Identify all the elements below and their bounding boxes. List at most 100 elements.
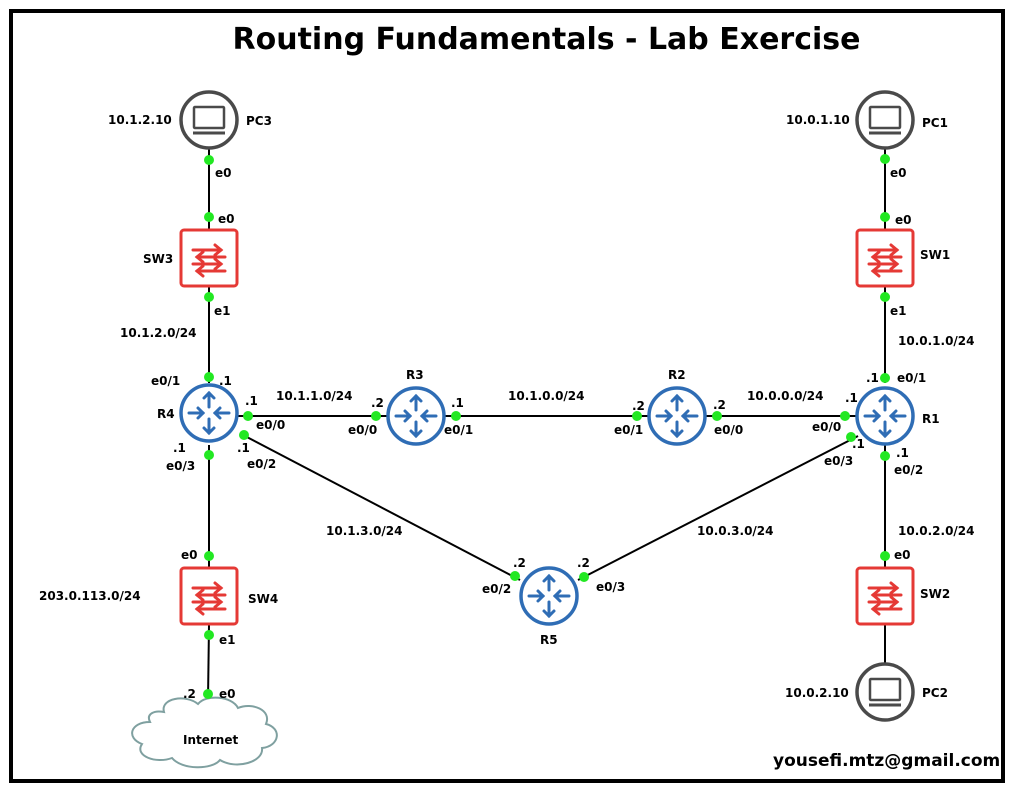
port-dot [204,551,214,561]
port-dot [451,411,461,421]
port-dot [846,432,856,442]
router-icon [179,383,239,443]
port-dot [880,451,890,461]
port-label: e0/1 [897,371,926,385]
switch-icon [855,228,915,288]
port-dot [204,450,214,460]
subnet-label: 10.0.2.0/24 [898,524,975,538]
port-label: e0 [895,213,912,227]
switch-icon [179,228,239,288]
subnet-label: 10.1.1.0/24 [276,389,353,403]
subnet-label: 10.0.3.0/24 [697,524,774,538]
pc1-ip: 10.0.1.10 [786,113,850,127]
port-dot [880,212,890,222]
port-label: e0/1 [151,374,180,388]
port-dot [204,372,214,382]
port-dot [880,154,890,164]
pc-icon [855,90,915,150]
port-dot [239,430,249,440]
host-label: .1 [237,441,250,455]
r2-label: R2 [668,368,686,382]
internet-label: Internet [183,733,238,747]
sw3-node[interactable] [179,228,239,288]
pc3-node[interactable] [179,90,239,150]
port-label: e0/0 [348,423,377,437]
port-label: e1 [214,304,231,318]
r5-node[interactable] [519,566,579,626]
port-dot [204,212,214,222]
pc1-node[interactable] [855,90,915,150]
r4-node[interactable] [179,383,239,443]
pc-icon [179,90,239,150]
port-dot [510,571,520,581]
port-label: e0 [215,166,232,180]
subnet-label: 10.1.2.0/24 [120,326,197,340]
host-label: .2 [577,556,590,570]
port-label: e0/0 [812,420,841,434]
subnet-label: 10.1.0.0/24 [508,389,585,403]
sw1-label: SW1 [920,248,950,262]
diagram-frame [9,9,1005,783]
r3-node[interactable] [386,386,446,446]
port-dot [243,411,253,421]
r2-node[interactable] [647,386,707,446]
router-icon [519,566,579,626]
port-label: e0/2 [247,457,276,471]
port-dots [203,154,890,699]
r1-label: R1 [922,412,940,426]
switch-icon [179,566,239,626]
host-label: .1 [173,441,186,455]
host-label: .2 [183,687,196,701]
port-label: e0/0 [256,418,285,432]
port-dot [880,551,890,561]
host-label: .1 [896,446,909,460]
host-label: .1 [845,391,858,405]
sw4-label: SW4 [248,592,278,606]
port-dot [204,630,214,640]
port-dot [880,292,890,302]
host-label: .1 [451,396,464,410]
link-r1-r5 [577,435,859,581]
link-r4-r5 [242,434,521,581]
port-label: e0/3 [824,454,853,468]
port-label: e0/1 [444,423,473,437]
host-label: .1 [219,374,232,388]
subnet-label: 10.1.3.0/24 [326,524,403,538]
port-dot [371,411,381,421]
sw2-node[interactable] [855,566,915,626]
port-label: e0 [181,548,198,562]
pc-icon [855,662,915,722]
port-label: e0 [218,212,235,226]
router-icon [386,386,446,446]
host-label: .2 [713,398,726,412]
port-label: e0/2 [482,582,511,596]
pc3-ip: 10.1.2.10 [108,113,172,127]
author-email: yousefi.mtz@gmail.com [773,751,1001,771]
pc2-node[interactable] [855,662,915,722]
router-icon [647,386,707,446]
port-label: e0/0 [714,423,743,437]
host-label: .2 [632,399,645,413]
r1-node[interactable] [855,386,915,446]
sw3-label: SW3 [143,252,173,266]
sw1-node[interactable] [855,228,915,288]
pc1-label: PC1 [922,116,948,130]
host-label: .1 [245,394,258,408]
host-label: .1 [852,437,865,451]
port-label: e1 [890,304,907,318]
port-dot [203,689,213,699]
diagram-title: Routing Fundamentals - Lab Exercise [232,22,861,57]
port-label: e0/3 [596,580,625,594]
port-dot [880,373,890,383]
subnet-label: 10.0.0.0/24 [747,389,824,403]
host-label: .1 [866,371,879,385]
router-icon [855,386,915,446]
port-label: e1 [219,633,236,647]
switch-icon [855,566,915,626]
sw4-node[interactable] [179,566,239,626]
pc2-ip: 10.0.2.10 [785,686,849,700]
port-label: e0 [890,166,907,180]
host-label: .2 [513,556,526,570]
port-label: e0/3 [166,459,195,473]
